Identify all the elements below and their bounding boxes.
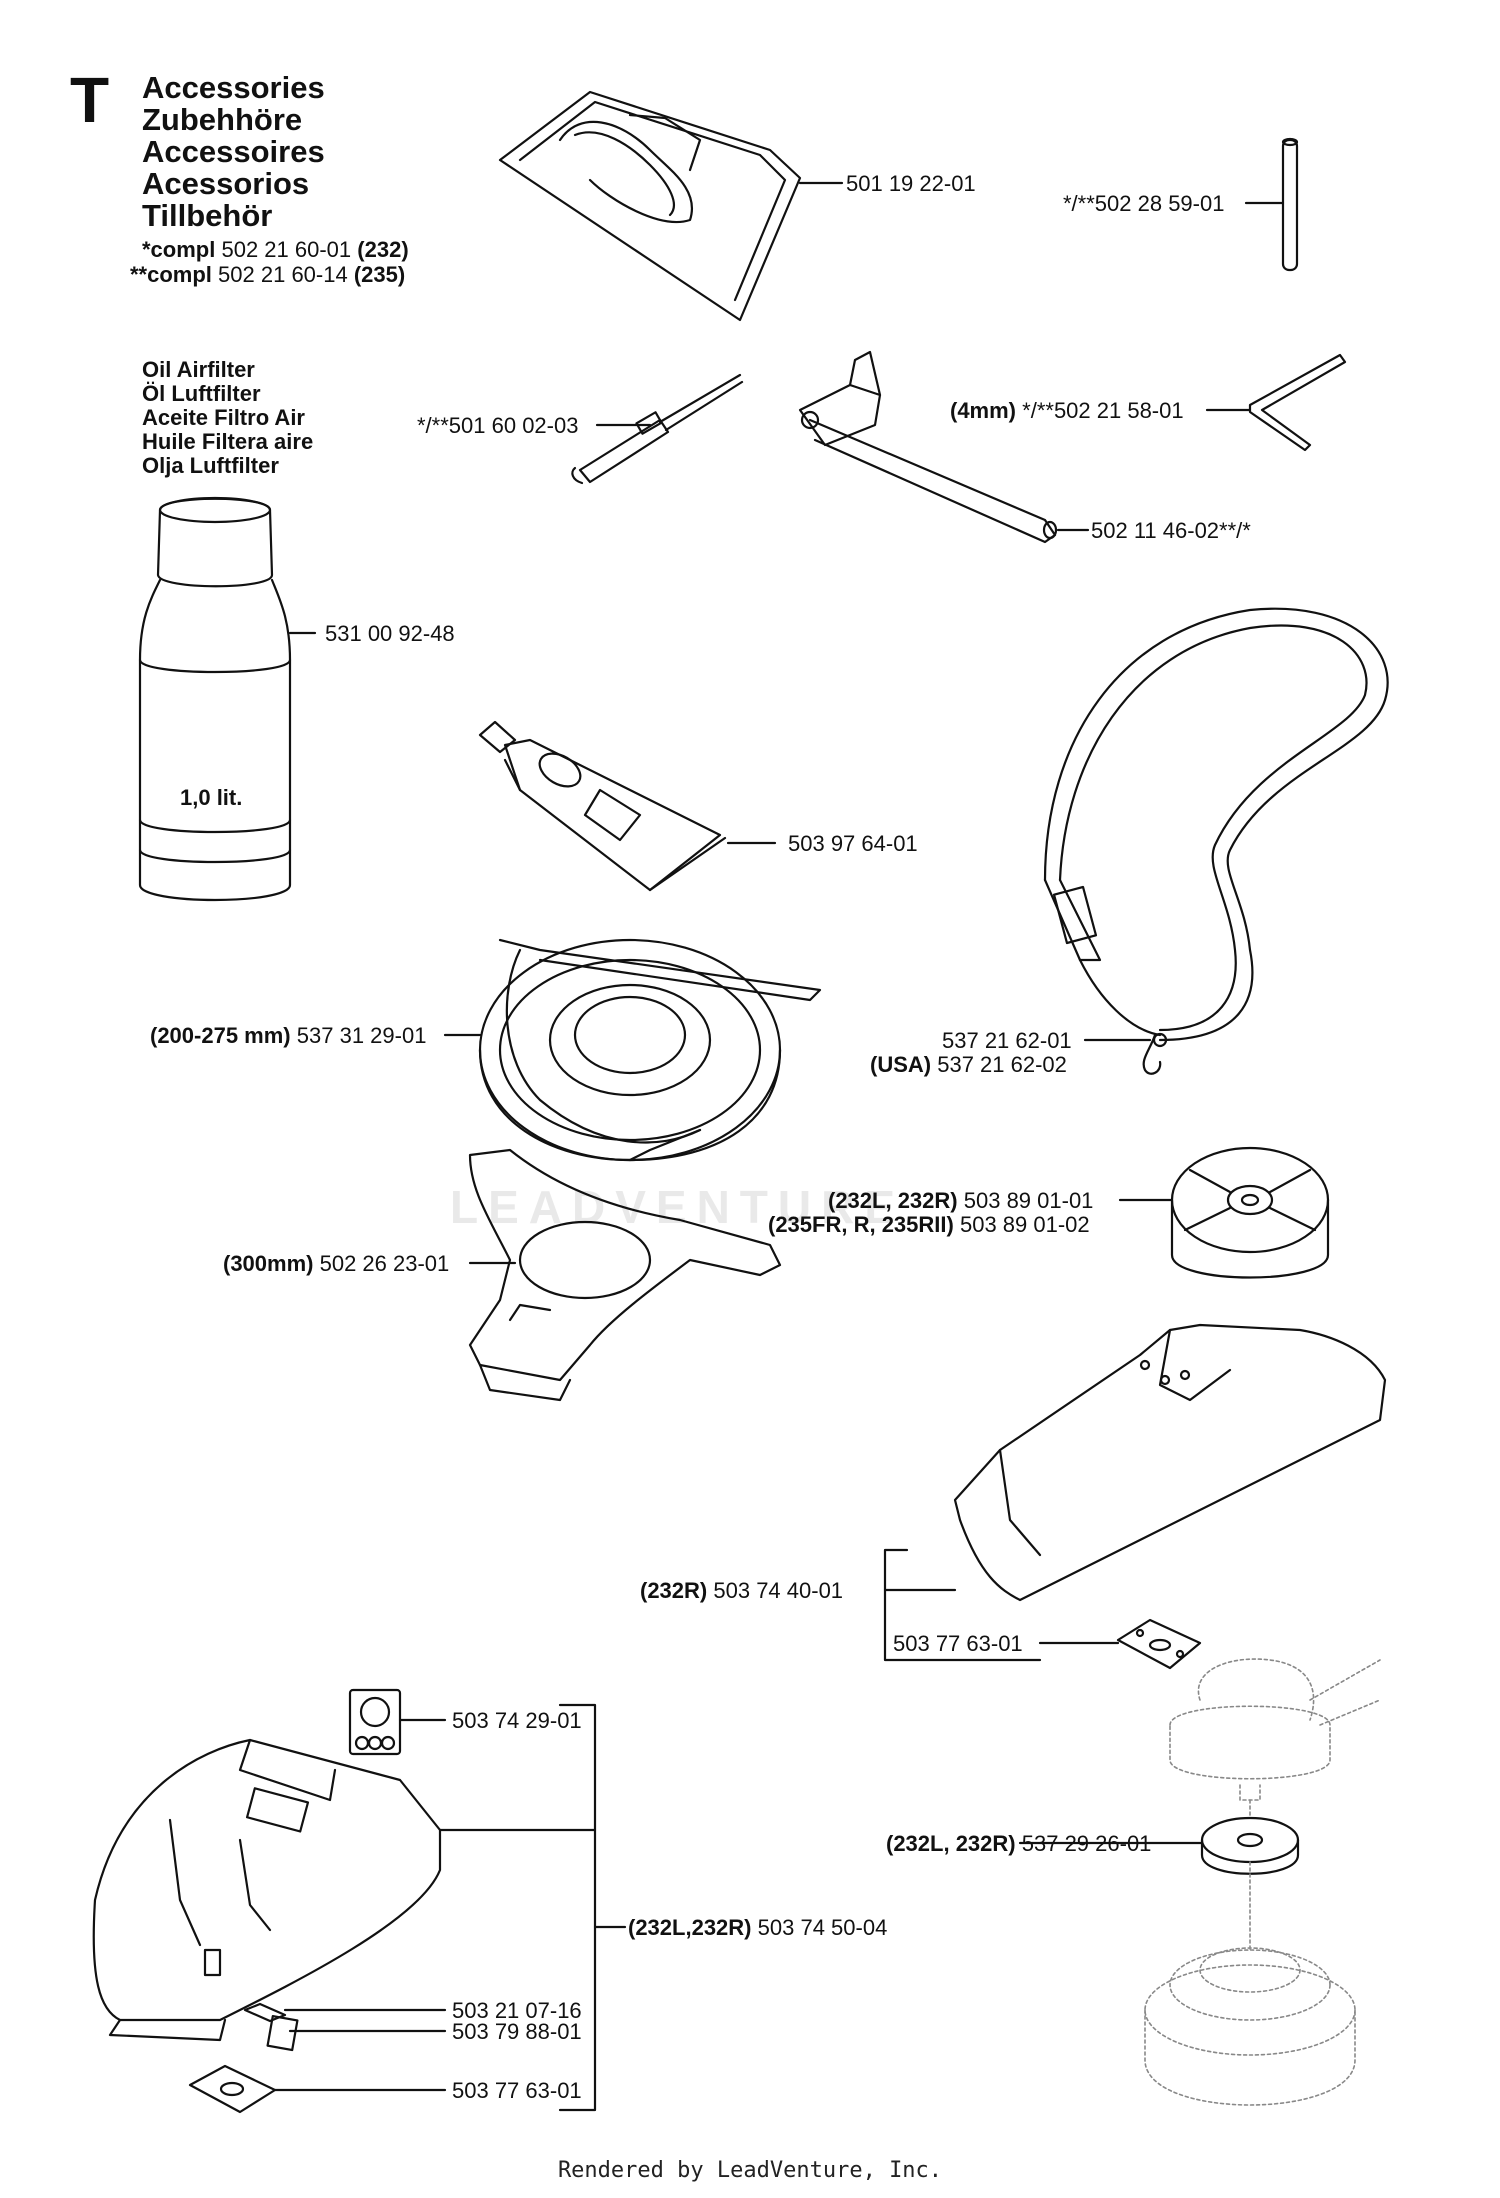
title-french: Accessoires — [142, 134, 325, 169]
compl-line-235: **compl 502 21 60-14 (235) — [130, 263, 405, 287]
watermark: LEADVENTURE — [450, 1181, 906, 1233]
pin-drawing — [1281, 137, 1299, 272]
screwdriver-drawing — [571, 373, 744, 485]
oil-title-swedish: Olja Luftfilter — [142, 453, 279, 478]
bracket-trimmer-guard — [558, 1703, 597, 2112]
compl-part: 502 21 60-14 — [218, 262, 348, 287]
guard-300-part: 502 26 23-01 — [319, 1251, 450, 1276]
decal-drawing — [348, 1688, 402, 1756]
label-harness-bag: 501 19 22-01 — [846, 171, 976, 196]
compl-prefix: *compl — [142, 237, 216, 262]
bottle-volume: 1,0 lit. — [180, 785, 243, 810]
support-cup-part-2: 503 89 01-02 — [959, 1212, 1090, 1237]
title-german: Zubehhöre — [142, 102, 303, 137]
shoulder-strap-drawing — [1043, 607, 1389, 1075]
washer-models: (232L, 232R) — [886, 1831, 1016, 1856]
label-grease-tube: 503 97 64-01 — [788, 831, 918, 856]
bracket-blade-guard — [883, 1548, 1042, 1662]
label-clip: 503 79 88-01 — [452, 2019, 582, 2044]
title-spanish: Acessorios — [142, 166, 310, 201]
oil-title-english: Oil Airfilter — [142, 357, 255, 382]
guard-300-drawing — [468, 1148, 782, 1402]
label-plate-upper: 503 77 63-01 — [893, 1631, 1023, 1656]
support-cup-models-1: (232L, 232R) — [828, 1188, 958, 1213]
compl-prefix: **compl — [130, 262, 212, 287]
hex-key-size: (4mm) — [950, 398, 1017, 423]
combi-spanner-drawing — [798, 350, 1058, 544]
plate-upper-drawing — [1116, 1618, 1202, 1670]
label-strap-1: 537 21 62-01 — [942, 1028, 1072, 1053]
label-screwdriver: */**501 60 02-03 — [417, 413, 579, 438]
hex-key-drawing — [1248, 353, 1347, 452]
guard-200-size: (200-275 mm) — [150, 1023, 291, 1048]
label-combi-spanner: 502 11 46-02**/* — [1091, 518, 1251, 543]
trimmer-head-drawing — [1144, 1658, 1381, 2106]
oil-title-french: Huile Filtera aire — [142, 429, 314, 454]
hex-key-part: */**502 21 58-01 — [1022, 398, 1184, 423]
label-hex-key: (4mm) */**502 21 58-01 — [950, 399, 1184, 423]
label-guard-300: (300mm) 502 26 23-01 — [223, 1252, 449, 1276]
label-oil-bottle: 531 00 92-48 — [325, 621, 455, 646]
label-washer: (232L, 232R) 537 29 26-01 — [886, 1832, 1151, 1856]
oil-title-spanish: Aceite Filtro Air — [142, 405, 305, 430]
footer-credit: Rendered by LeadVenture, Inc. — [557, 2158, 943, 2183]
label-pin: */**502 28 59-01 — [1063, 191, 1225, 216]
plate-lower-drawing — [188, 2064, 277, 2114]
title-swedish: Tillbehör — [142, 198, 273, 233]
compl-model: (232) — [357, 237, 409, 262]
label-blade-guard: (232R) 503 74 40-01 — [640, 1579, 843, 1603]
strap-usa-part: 537 21 62-02 — [937, 1052, 1067, 1077]
blade-guard-drawing — [953, 1323, 1387, 1602]
guard-300-size: (300mm) — [223, 1251, 314, 1276]
harness-bag-drawing — [498, 90, 802, 322]
label-screw: 503 21 07-16 — [452, 1998, 582, 2023]
oil-title-german: Öl Luftfilter — [142, 381, 261, 406]
screw-clip-drawing — [243, 2002, 299, 2052]
trimmer-guard-part: 503 74 50-04 — [757, 1915, 888, 1940]
trimmer-guard-drawing — [92, 1738, 442, 2042]
compl-line-232: *compl 502 21 60-01 (232) — [142, 238, 409, 262]
grease-tube-drawing — [478, 720, 727, 892]
blade-guard-part: 503 74 40-01 — [713, 1578, 844, 1603]
label-support-cup-1: (232L, 232R) 503 89 01-01 — [828, 1189, 1093, 1213]
blade-guard-model: (232R) — [640, 1578, 708, 1603]
guard-200-part: 537 31 29-01 — [296, 1023, 427, 1048]
guard-200-drawing — [478, 938, 822, 1162]
label-decal: 503 74 29-01 — [452, 1708, 582, 1733]
title-english: Accessories — [142, 70, 325, 105]
support-cup-part-1: 503 89 01-01 — [963, 1188, 1094, 1213]
label-support-cup-2: (235FR, R, 235RII) 503 89 01-02 — [768, 1213, 1090, 1237]
label-plate-lower: 503 77 63-01 — [452, 2078, 582, 2103]
section-letter: T — [70, 64, 110, 136]
compl-model: (235) — [353, 262, 406, 287]
label-trimmer-guard: (232L,232R) 503 74 50-04 — [628, 1916, 887, 1940]
support-cup-models-2: (235FR, R, 235RII) — [768, 1212, 954, 1237]
label-guard-200: (200-275 mm) 537 31 29-01 — [150, 1024, 426, 1048]
oil-bottle-drawing — [138, 496, 292, 902]
support-cup-drawing — [1170, 1146, 1330, 1279]
compl-part: 502 21 60-01 — [221, 237, 352, 262]
strap-usa-prefix: (USA) — [870, 1052, 932, 1077]
washer-part: 537 29 26-01 — [1021, 1831, 1152, 1856]
trimmer-guard-models: (232L,232R) — [628, 1915, 752, 1940]
label-strap-usa: (USA) 537 21 62-02 — [870, 1053, 1067, 1077]
